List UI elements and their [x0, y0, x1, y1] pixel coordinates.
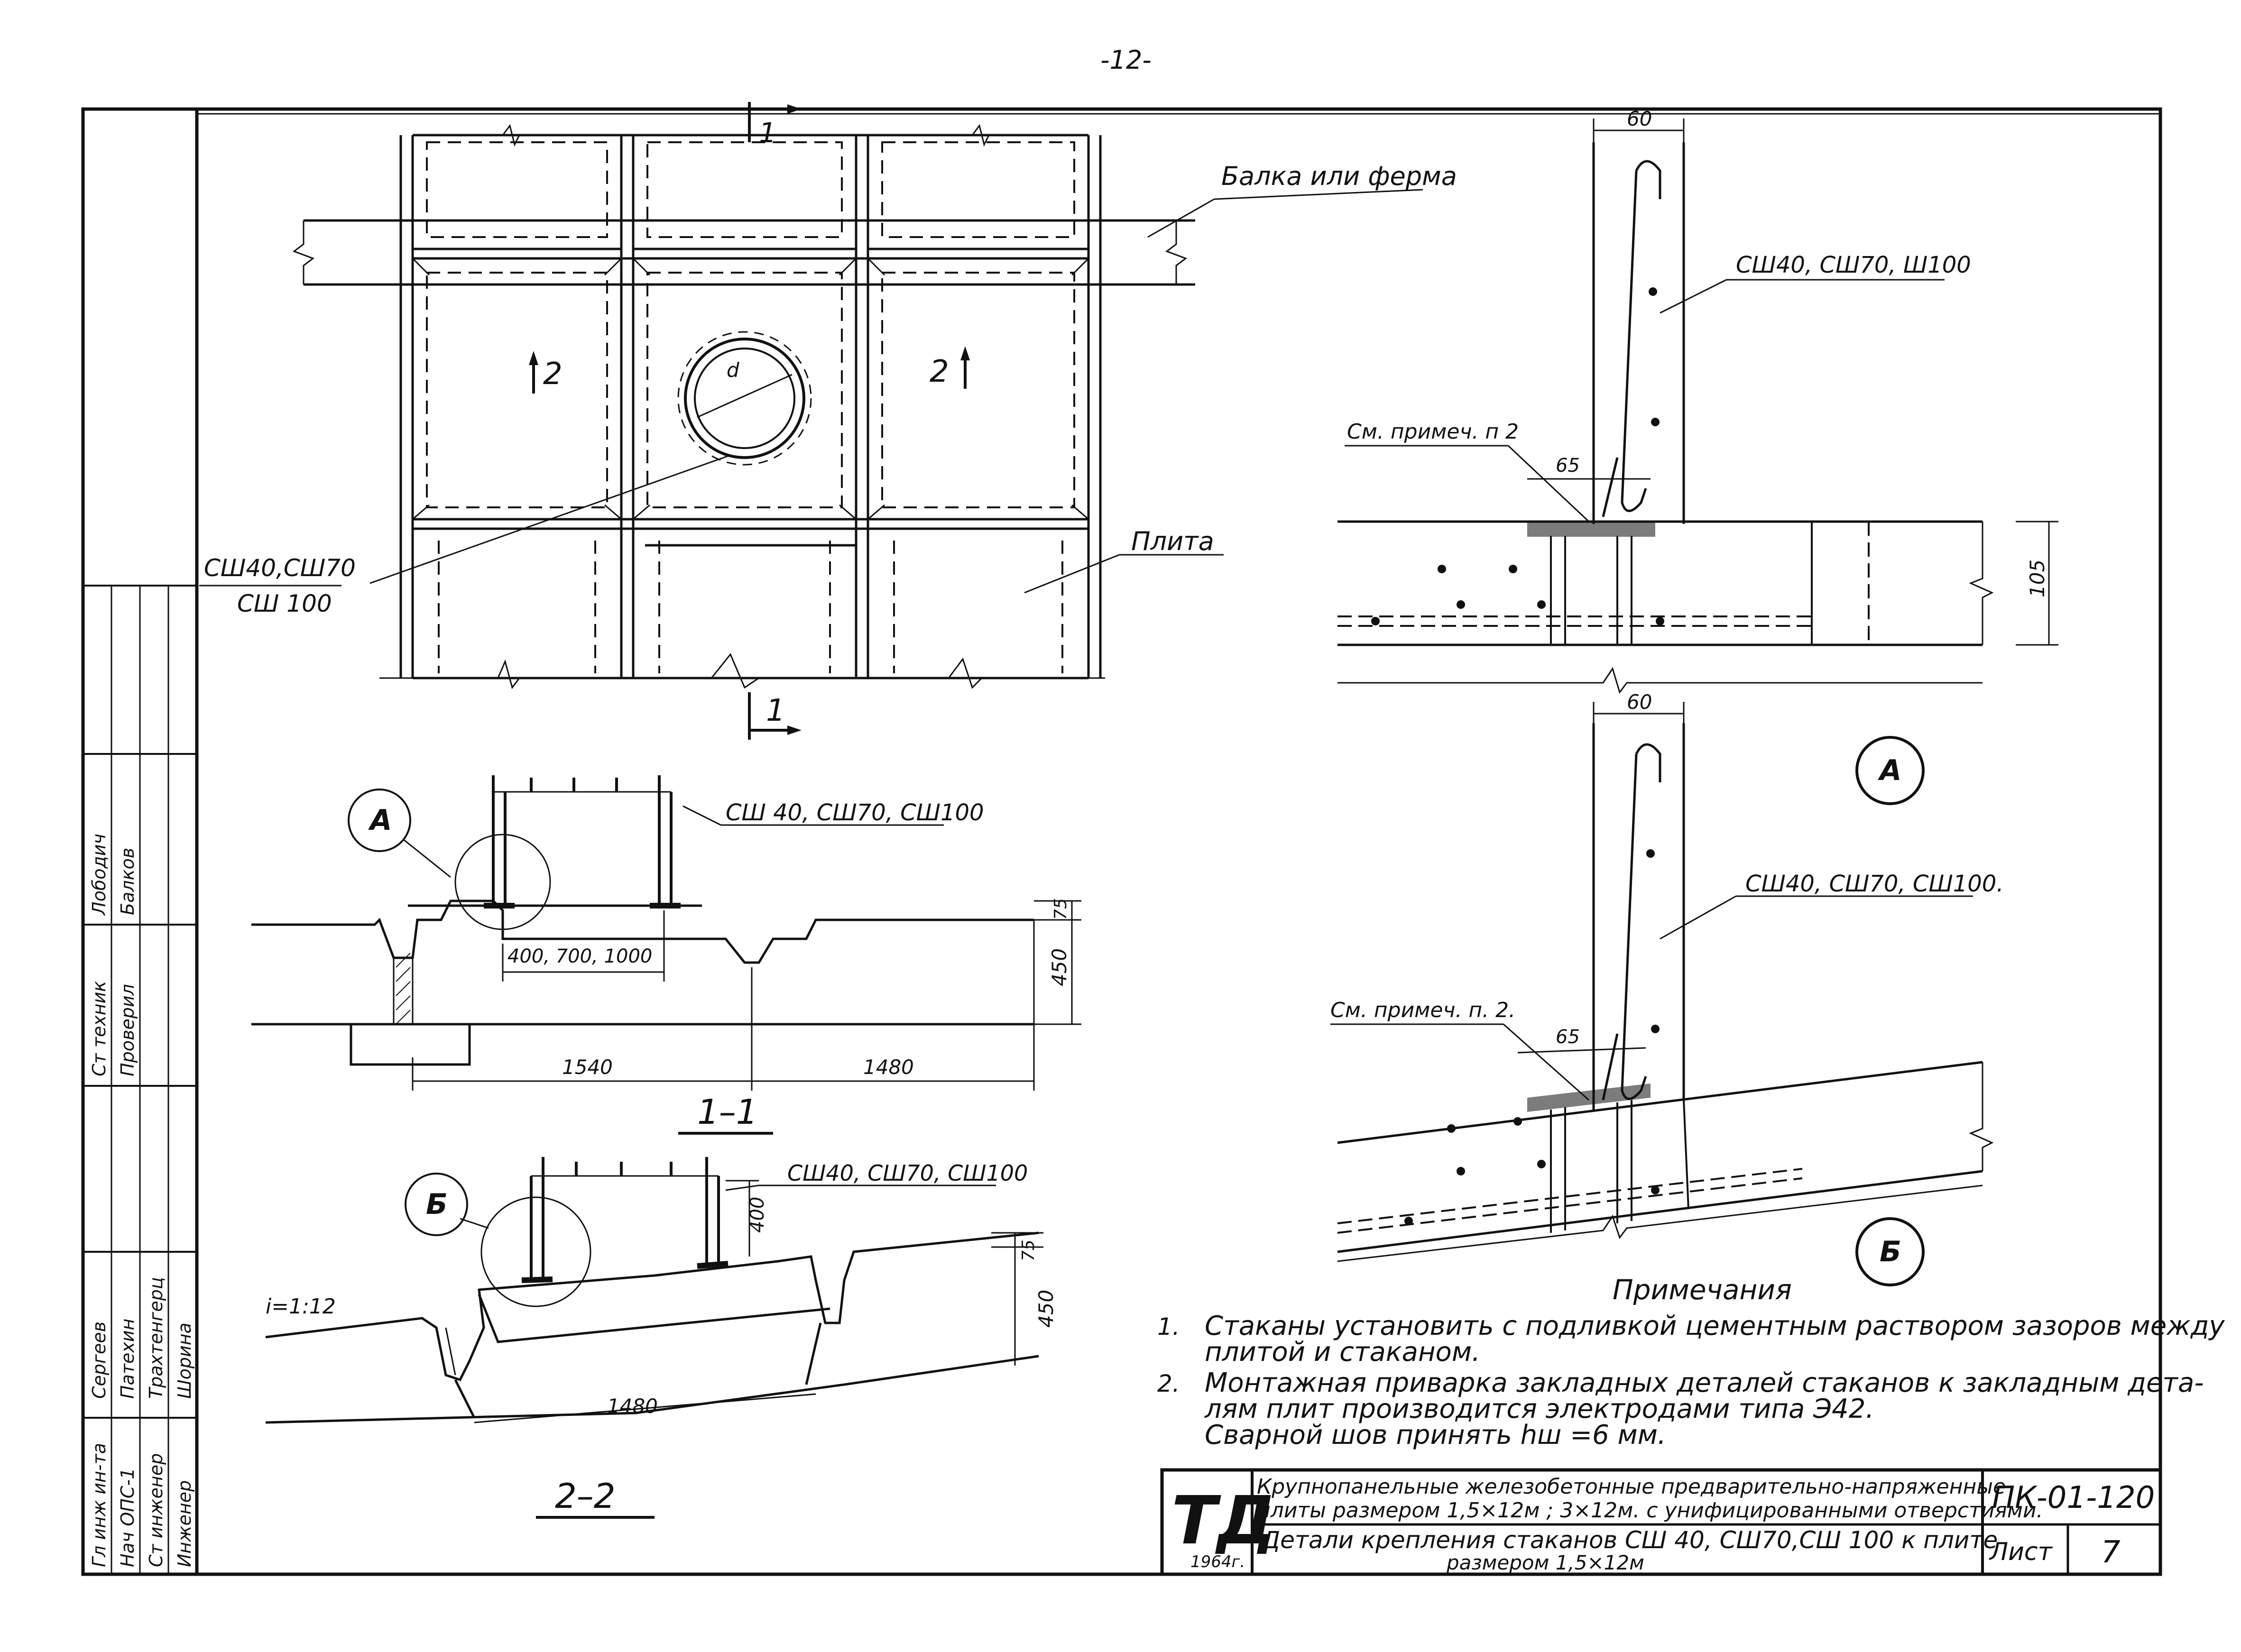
note-1-line-1: Стаканы установить с подливкой цементным…: [1205, 1311, 2225, 1341]
title-block-logo: ТД: [1171, 1482, 1276, 1560]
detail-a-note-ref: См. примеч. п 2: [1347, 420, 1519, 444]
section-1-dim-width: 400, 700, 1000: [507, 945, 652, 967]
detail-mark-a-section: [348, 789, 411, 852]
stamp-role-4: Инженер: [174, 1480, 195, 1567]
note-2-line-2: лям плит производится электродами типа Э…: [1204, 1394, 1874, 1424]
section-1-dim-1480: 1480: [863, 1055, 914, 1079]
detail-b-note-ref: См. примеч. п. 2.: [1330, 998, 1515, 1022]
stamp-role-3: Ст инженер: [146, 1453, 166, 1567]
detail-a-dim-60: 60: [1627, 107, 1652, 130]
title-block-sheet-title-1: Детали крепления стаканов СШ 40, СШ70,СШ…: [1261, 1526, 1998, 1554]
stamp-role-b2: Проверил: [117, 984, 138, 1076]
outer-frame: [81, 107, 2162, 1576]
title-block-sheet-number: 7: [2101, 1535, 2121, 1570]
stamp-name-1: Сергеев: [89, 1322, 110, 1399]
plan-section-2-right: 2: [930, 354, 949, 389]
title-block: ТД 1964г. Крупнопанельные железобетонные…: [1160, 1468, 2162, 1576]
stamp-name-3: Трахтенгерц: [146, 1277, 166, 1399]
section-2-dim-450: 450: [1034, 1290, 1058, 1328]
hole-circle-outer: [684, 338, 805, 459]
detail-a-cups-label: СШ40, СШ70, Ш100: [1736, 252, 1971, 278]
detail-a: 60 СШ40, СШ70, Ш100 См. примеч. п 2 65 1…: [1337, 107, 2058, 805]
note-2-line-1: Монтажная приварка закладных деталей ста…: [1205, 1367, 2204, 1398]
page-number: -12-: [1100, 45, 1152, 75]
section-1-cups-label: СШ 40, СШ70, СШ100: [726, 799, 984, 826]
title-block-sheet-label: Лист: [1989, 1538, 2053, 1566]
section-2-dim-400: 400: [747, 1197, 768, 1233]
section-1-dim-1540: 1540: [562, 1055, 613, 1079]
detail-a-dim-65: 65: [1556, 455, 1580, 477]
plan-section-2-left: 2: [543, 357, 563, 392]
note-1-num: 1.: [1157, 1313, 1180, 1340]
stamp-name-b2: Балков: [117, 848, 138, 915]
section-2-title: 2–2: [555, 1476, 616, 1516]
stamp-role-1: Гл инж ин-та: [89, 1443, 110, 1567]
section-1-dim-450: 450: [1048, 948, 1071, 986]
note-1-line-2: плитой и стаканом.: [1205, 1337, 1480, 1367]
detail-b-dim-60: 60: [1627, 690, 1652, 714]
title-block-code: ПК-01-120: [1992, 1480, 2155, 1515]
side-stamp: Гл инж ин-та Нач ОПС-1 Ст инженер Инжене…: [83, 585, 197, 1574]
section-1-title: 1–1: [697, 1092, 758, 1132]
section-1-dim-75: 75: [1051, 898, 1070, 920]
stamp-role-b1: Ст техник: [89, 981, 110, 1076]
note-2-line-3: Сварной шов принять hш =6 мм.: [1205, 1420, 1666, 1450]
plan-section-1-bottom: 1: [766, 693, 785, 728]
hole-circle-inner: [694, 348, 795, 449]
plan-view: d 1 1 2 2 Балка или ферма: [199, 102, 1457, 740]
section-1-detail-mark: А: [368, 804, 392, 837]
stamp-name-4: Шорина: [174, 1322, 195, 1399]
detail-b-mark-circle: [1855, 1217, 1925, 1286]
section-2-cups-label: СШ40, СШ70, СШ100: [787, 1160, 1028, 1186]
notes: Примечания 1. Стаканы установить с подли…: [1157, 1274, 2225, 1450]
stamp-role-2: Нач ОПС-1: [117, 1468, 138, 1567]
stamp-name-2: Патехин: [117, 1319, 138, 1399]
title-block-title-1: Крупнопанельные железобетонные предварит…: [1257, 1475, 2006, 1499]
section-2-dim-1480: 1480: [607, 1395, 658, 1418]
detail-a-dim-105: 105: [2026, 560, 2049, 597]
section-2-slope: i=1:12: [266, 1294, 336, 1319]
detail-b-mark: Б: [1880, 1235, 1901, 1268]
section-2-2: Б СШ40, СШ70, СШ100 i=1:12 400 75 450 14…: [265, 1157, 1058, 1519]
plan-diameter-mark: d: [727, 358, 739, 382]
plan-section-1-top: 1: [759, 117, 776, 149]
title-block-title-2: плиты размером 1,5×12м ; 3×12м. с унифиц…: [1257, 1498, 2043, 1523]
section-2-detail-mark: Б: [426, 1188, 448, 1221]
plan-callout-cups-2: СШ 100: [237, 590, 332, 617]
detail-mark-b-section: [405, 1173, 468, 1236]
detail-b-dim-65: 65: [1556, 1026, 1580, 1048]
detail-a-mark-circle: [1855, 736, 1925, 805]
plan-callout-cups-1: СШ40,СШ70: [204, 554, 356, 582]
title-block-sheet-title-2: размером 1,5×12м: [1446, 1551, 1644, 1574]
plan-callout-beam: Балка или ферма: [1221, 161, 1457, 191]
stamp-name-b1: Лободич: [89, 834, 110, 916]
section-2-dim-75: 75: [1019, 1239, 1038, 1261]
notes-heading: Примечания: [1613, 1274, 1792, 1306]
detail-b-cups-label: СШ40, СШ70, СШ100.: [1745, 871, 2004, 897]
detail-b: 60 СШ40, СШ70, СШ100. См. примеч. п. 2. …: [1330, 690, 2004, 1286]
note-2-num: 2.: [1157, 1370, 1180, 1397]
title-block-year: 1964г.: [1190, 1552, 1245, 1571]
plan-callout-slab: Плита: [1131, 526, 1214, 556]
detail-a-mark: А: [1878, 754, 1901, 787]
section-1-1: А СШ 40, СШ70, СШ100 400, 700, 1000 1540…: [251, 775, 1081, 1135]
